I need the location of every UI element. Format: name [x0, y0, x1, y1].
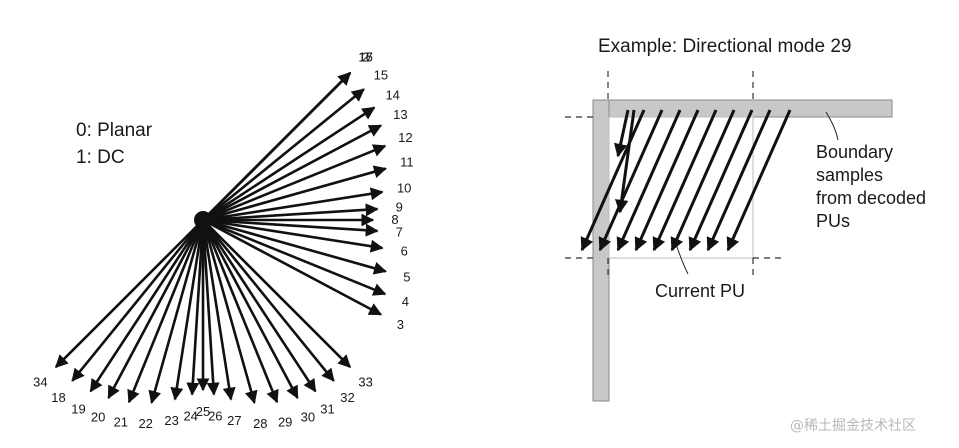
direction-arrow-mode-4: [202, 218, 387, 296]
prediction-arrow: [580, 109, 646, 252]
mode-label-7: 7: [396, 224, 403, 239]
direction-arrow-mode-32: [201, 219, 335, 382]
mode-label-32: 32: [340, 390, 354, 405]
direction-arrow-mode-22: [148, 219, 205, 404]
prediction-arrow: [598, 109, 664, 252]
current-pu-label: Current PU: [655, 281, 745, 301]
example-title: Example: Directional mode 29: [598, 36, 851, 57]
pu-leader-line: [675, 243, 689, 275]
mode-label-12: 12: [398, 130, 412, 145]
dashed-guides: [565, 71, 785, 278]
mode-label-14: 14: [385, 88, 399, 103]
direction-arrow-mode-9: [202, 203, 379, 222]
direction-arrow-mode-13: [202, 124, 383, 222]
mode-label-11: 11: [400, 155, 414, 170]
direction-arrow-mode-24: [186, 219, 205, 396]
mode-label-5: 5: [403, 269, 410, 284]
prediction-arrow: [726, 109, 792, 252]
boundary-label-line-3: from decoded: [816, 188, 926, 208]
prediction-arrow-short: [613, 109, 630, 158]
mode-label-26: 26: [208, 408, 222, 423]
direction-arrow-mode-3: [202, 218, 383, 316]
boundary-label-line-1: Boundary: [816, 142, 893, 162]
boundary-label-line-2: samples: [816, 165, 883, 185]
mode-label-9: 9: [396, 200, 403, 215]
mode-label-29: 29: [278, 414, 292, 429]
mode-label-22: 22: [138, 416, 152, 431]
direction-arrow-mode-17: [202, 71, 352, 221]
boundary-label-line-4: PUs: [816, 211, 850, 231]
direction-arrow-mode-19: [89, 219, 205, 393]
direction-arrow-mode-10: [202, 187, 384, 222]
mode-label-31: 31: [320, 402, 334, 417]
boundary-leader-line: [825, 111, 839, 141]
direction-arrow-mode-18: [71, 219, 205, 382]
left-boundary-samples: [592, 99, 610, 402]
mode-label-2: 2: [362, 49, 369, 64]
mode-label-30: 30: [301, 409, 315, 424]
mode-label-16: 16: [358, 49, 372, 64]
legend-planar: 0: Planar: [76, 120, 153, 141]
fan-center: [194, 211, 212, 229]
direction-arrow-mode-30: [201, 219, 299, 400]
mode29-prediction-arrows: [580, 109, 792, 252]
direction-arrow-mode-34: [54, 219, 204, 369]
mode-label-28: 28: [253, 416, 267, 431]
mode-label-34: 34: [33, 375, 47, 390]
direction-arrow-mode-26: [201, 219, 220, 396]
direction-arrow-mode-5: [202, 218, 387, 275]
mode-label-6: 6: [401, 243, 408, 258]
direction-arrow-mode-31: [201, 219, 317, 393]
direction-arrow-mode-7: [202, 218, 379, 237]
direction-arrow-mode-23: [170, 219, 205, 401]
mode-label-13: 13: [393, 107, 407, 122]
direction-arrow-mode-27: [201, 219, 236, 401]
prediction-arrow-short: [614, 109, 636, 214]
direction-arrow-mode-21: [127, 219, 205, 404]
direction-arrow-mode-20: [107, 219, 205, 400]
mode-label-4: 4: [402, 294, 409, 309]
direction-arrow-mode-12: [202, 144, 387, 222]
mode-label-23: 23: [164, 413, 178, 428]
direction-arrow-mode-15: [202, 88, 365, 222]
mode-label-15: 15: [374, 68, 388, 83]
prediction-arrow: [652, 109, 718, 252]
prediction-arrow: [688, 109, 754, 252]
mode-label-3: 3: [397, 317, 404, 332]
mode-label-27: 27: [227, 413, 241, 428]
mode-label-21: 21: [114, 414, 128, 429]
direction-arrow-mode-29: [201, 219, 279, 404]
mode-label-19: 19: [71, 402, 85, 417]
mode-label-8: 8: [391, 212, 398, 227]
mode-label-10: 10: [397, 181, 411, 196]
prediction-arrow: [706, 109, 772, 252]
mode-label-18: 18: [51, 390, 65, 405]
prediction-arrow: [616, 109, 682, 252]
direction-arrow-mode-11: [202, 165, 387, 222]
legend-dc: 1: DC: [76, 147, 125, 168]
mode-label-17: 17: [358, 49, 372, 64]
direction-arrow-mode-28: [201, 219, 258, 404]
prediction-arrow: [670, 109, 736, 252]
mode-label-20: 20: [91, 409, 105, 424]
mode-label-33: 33: [358, 375, 372, 390]
watermark: @稀土掘金技术社区: [790, 418, 916, 434]
direction-arrow-mode-33: [202, 219, 352, 369]
direction-arrow-mode-14: [202, 106, 376, 222]
direction-fan: [54, 71, 387, 404]
direction-arrow-mode-6: [202, 218, 384, 253]
prediction-arrow: [634, 109, 700, 252]
mode-label-24: 24: [183, 408, 197, 423]
top-boundary-samples: [592, 99, 893, 118]
mode-label-25: 25: [196, 404, 210, 419]
